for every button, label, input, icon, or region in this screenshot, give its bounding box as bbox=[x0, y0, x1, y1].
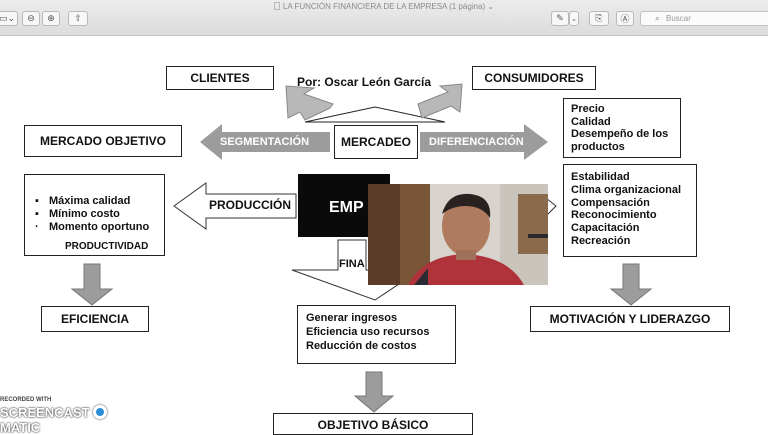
window-title-text: LA FUNCIÓN FINANCIERA DE LA EMPRESA (1 p… bbox=[282, 2, 486, 11]
markup-button[interactable]: ✎ bbox=[551, 11, 569, 26]
right-mid-item: Estabilidad bbox=[571, 171, 630, 183]
empresa-label: EMP bbox=[329, 199, 364, 216]
search-input[interactable]: ⌕ Buscar bbox=[640, 11, 768, 26]
chevron-down-icon[interactable]: ⌄ bbox=[485, 2, 495, 11]
right-top-list: Precio Calidad Desempeño de los producto… bbox=[571, 103, 668, 153]
presenter-video-frame bbox=[368, 184, 548, 285]
right-mid-item: Clima organizacional bbox=[571, 183, 682, 196]
screencast-watermark: RECORDED WITH SCREENCAST MATIC bbox=[0, 397, 125, 435]
zoom-in-icon: ⊕ bbox=[47, 13, 55, 24]
right-top-box: Precio Calidad Desempeño de los producto… bbox=[563, 98, 681, 158]
clientes-box: CLIENTES bbox=[166, 66, 274, 90]
screencast-logo-icon bbox=[93, 405, 108, 419]
right-top-item: productos bbox=[571, 140, 625, 153]
motivacion-box: MOTIVACIÓN Y LIDERAZGO bbox=[530, 306, 730, 332]
diferenciacion-arrow bbox=[420, 124, 548, 160]
arrow-to-consumidores bbox=[417, 83, 463, 119]
zoom-out-button[interactable]: ⊖ bbox=[22, 11, 40, 26]
right-top-item: Precio bbox=[571, 103, 605, 115]
left-items-box: ▪Máxima calidad ▪Mínimo costo ·Momento o… bbox=[24, 174, 165, 256]
right-mid-list: Estabilidad Clima organizacional Compens… bbox=[571, 171, 681, 248]
center-items-box: Generar ingresos Eficiencia uso recursos… bbox=[297, 305, 456, 364]
window-toolbar: LA FUNCIÓN FINANCIERA DE LA EMPRESA (1 p… bbox=[0, 0, 768, 36]
eficiencia-label: EFICIENCIA bbox=[60, 312, 129, 326]
mercadeo-label: MERCADEO bbox=[340, 135, 411, 149]
share-icon: ⇧ bbox=[74, 13, 82, 24]
webcam-overlay bbox=[368, 184, 548, 285]
right-top-item: Calidad bbox=[571, 115, 611, 128]
zoom-out-icon: ⊖ bbox=[27, 13, 35, 24]
sidebar-toggle-button[interactable]: ▭⌄ bbox=[0, 11, 18, 26]
left-item: ▪Máxima calidad bbox=[35, 195, 131, 207]
arrow-to-clientes bbox=[285, 85, 334, 121]
search-icon: ⌕ bbox=[655, 13, 661, 23]
produccion-arrow bbox=[173, 182, 297, 230]
motivacion-label: MOTIVACIÓN Y LIDERAZGO bbox=[549, 312, 711, 326]
center-item: Generar ingresos bbox=[306, 312, 398, 324]
left-item: ▪Mínimo costo bbox=[35, 208, 120, 220]
finanzas-label: FINA bbox=[339, 258, 365, 270]
center-item: Reducción de costos bbox=[306, 340, 417, 352]
mercadeo-roof-shape bbox=[304, 106, 446, 123]
down-arrow-right bbox=[609, 263, 653, 306]
productividad-label: PRODUCTIVIDAD bbox=[65, 241, 149, 252]
center-item: Eficiencia uso recursos bbox=[306, 326, 430, 338]
left-items-list: ▪Máxima calidad ▪Mínimo costo ·Momento o… bbox=[35, 195, 149, 234]
objetivo-basico-label: OBJETIVO BÁSICO bbox=[317, 418, 429, 432]
share-button[interactable]: ⇧ bbox=[68, 11, 88, 26]
zoom-in-button[interactable]: ⊕ bbox=[42, 11, 60, 26]
left-item: ·Momento oportuno bbox=[35, 221, 150, 233]
pen-icon: ✎ bbox=[556, 13, 564, 24]
right-mid-item: Recreación bbox=[571, 234, 631, 247]
author-label: Por: Oscar León García bbox=[297, 75, 432, 89]
watermark-line1: RECORDED WITH bbox=[0, 397, 52, 403]
annotate-button[interactable]: Ⓐ bbox=[616, 11, 634, 26]
right-mid-item: Compensación bbox=[571, 196, 650, 209]
right-mid-box: Estabilidad Clima organizacional Compens… bbox=[563, 164, 697, 257]
watermark-line2: SCREENCAST MATIC bbox=[0, 405, 125, 435]
mercadeo-box: MERCADEO bbox=[334, 125, 418, 159]
mercado-objetivo-box: MERCADO OBJETIVO bbox=[24, 125, 182, 157]
search-placeholder: Buscar bbox=[666, 14, 691, 23]
pdf-doc-icon bbox=[273, 2, 280, 10]
segmentacion-label: SEGMENTACIÓN bbox=[220, 136, 310, 148]
markup-dropdown[interactable]: ⌄ bbox=[569, 11, 579, 26]
diferenciacion-label: DIFERENCIACIÓN bbox=[429, 136, 524, 148]
produccion-label: PRODUCCIÓN bbox=[209, 198, 292, 212]
finanzas-down-arrow bbox=[291, 239, 422, 301]
right-top-item: Desempeño de los bbox=[571, 128, 669, 140]
rotate-button[interactable]: ⎘ bbox=[589, 11, 609, 26]
right-mid-item: Reconocimiento bbox=[571, 209, 657, 222]
annotate-icon: Ⓐ bbox=[620, 15, 630, 25]
consumidores-label: CONSUMIDORES bbox=[484, 71, 584, 85]
consumidores-box: CONSUMIDORES bbox=[472, 66, 596, 90]
mercado-objetivo-label: MERCADO OBJETIVO bbox=[39, 134, 166, 148]
right-mid-item: Capacitación bbox=[571, 222, 640, 235]
down-arrow-center bbox=[353, 371, 395, 413]
center-items-list: Generar ingresos Eficiencia uso recursos… bbox=[306, 311, 430, 353]
clientes-label: CLIENTES bbox=[190, 71, 250, 85]
down-arrow-left bbox=[70, 263, 114, 306]
segmentacion-arrow bbox=[200, 124, 330, 160]
rotate-icon: ⎘ bbox=[595, 13, 603, 24]
eficiencia-box: EFICIENCIA bbox=[41, 306, 149, 332]
window-title: LA FUNCIÓN FINANCIERA DE LA EMPRESA (1 p… bbox=[0, 2, 768, 11]
